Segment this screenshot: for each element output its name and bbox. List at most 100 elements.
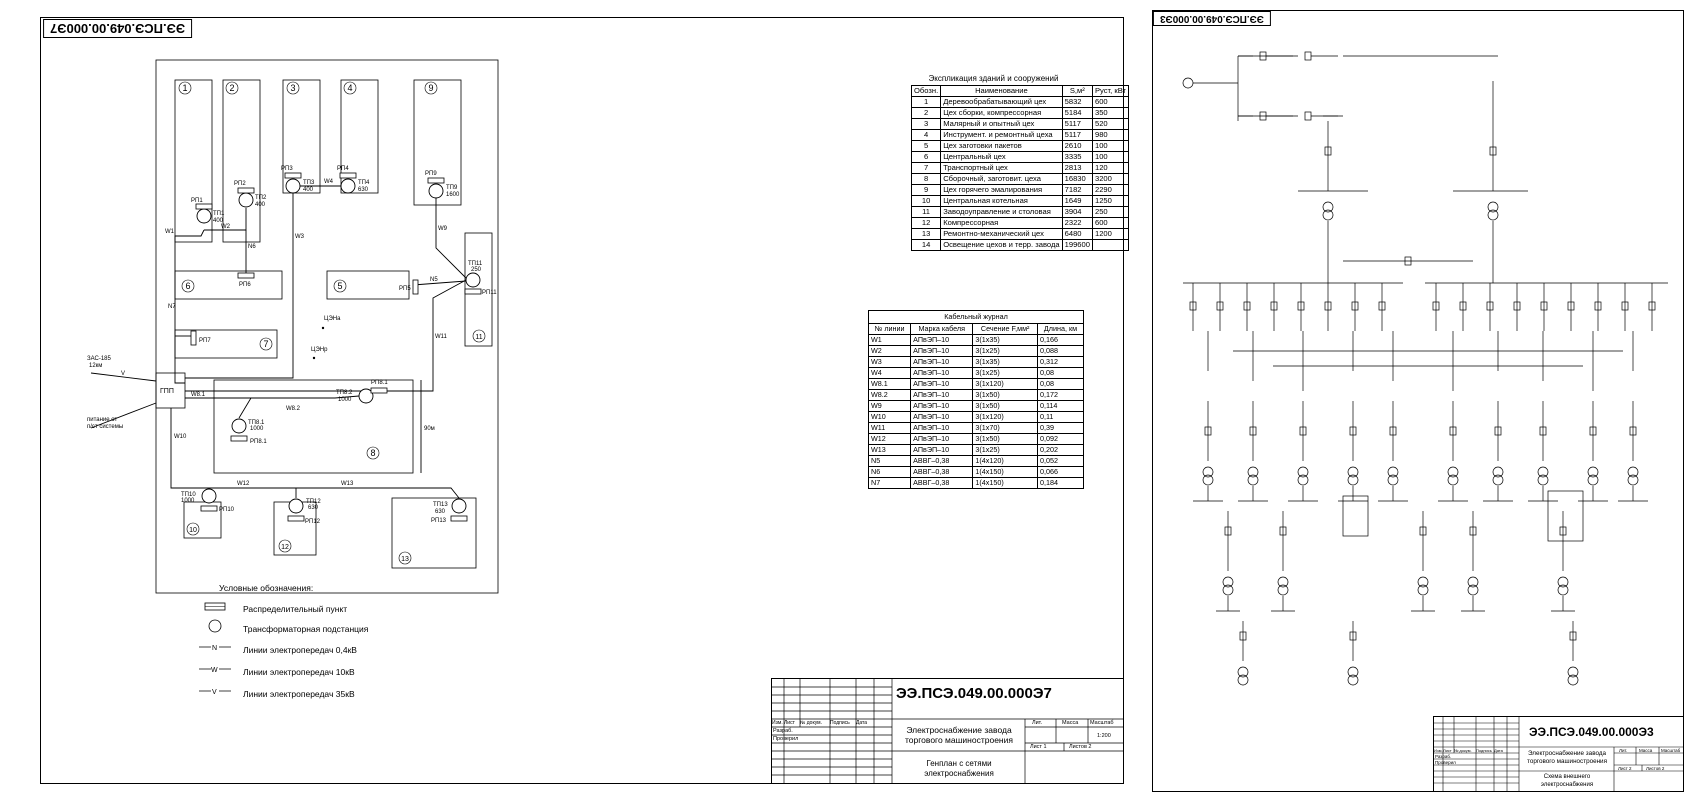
explication-row-cell: Ремонтно-механический цех	[940, 228, 1063, 240]
cable-row-cell: N5	[867, 455, 912, 467]
tb1-col: № докум.	[800, 720, 822, 726]
transformer-winding	[1247, 474, 1259, 486]
explication-row-cell: 5	[910, 140, 942, 152]
tp4-kva: 630	[358, 187, 369, 193]
switchgear-frame	[1547, 490, 1584, 542]
transformer-winding	[1447, 466, 1459, 478]
tp11-symbol	[465, 272, 481, 288]
breaker-symbol	[1297, 301, 1305, 311]
explication-row-cell: 14	[910, 239, 942, 251]
breaker-symbol	[1270, 301, 1278, 311]
cable-row-cell: 0,092	[1036, 433, 1085, 445]
tb1-mass: Масса	[1062, 720, 1079, 726]
cable-header: № линии	[867, 323, 912, 335]
explication-row-cell: Цех заготовки пакетов	[940, 140, 1063, 152]
sheet-supply-scheme: ЭЭ.ПСЭ.049.00.000Э3 ЭЭ.ПСЭ.049.00.000Э3	[1152, 10, 1684, 792]
explication-row-cell: 5117	[1061, 118, 1093, 130]
tp3-name: ТП3	[303, 180, 315, 186]
supply-text-2: п/ст системы	[87, 424, 123, 430]
route-w12	[209, 487, 297, 498]
rp12-symbol	[287, 515, 305, 522]
transformer-winding	[1297, 474, 1309, 486]
breaker-symbol	[1324, 146, 1332, 156]
rp3-name: РП3	[281, 166, 293, 172]
explication-row-cell: Сборочный, заготовит. цеха	[940, 173, 1063, 185]
transformer-winding	[1347, 674, 1359, 686]
cable-header: Марка кабеля	[910, 323, 974, 335]
tp13-name: ТП13	[433, 502, 448, 508]
explication-header: S,м²	[1061, 85, 1093, 97]
breaker-symbol	[1351, 301, 1359, 311]
building-1	[174, 79, 213, 243]
tp1-name: ТП1	[213, 211, 225, 217]
cable-header: Длина, км	[1036, 323, 1085, 335]
explication-row-cell: 12	[910, 217, 942, 229]
breaker-symbol	[1432, 301, 1440, 311]
line-n7: N7	[168, 304, 176, 310]
explication-row-cell: 3904	[1061, 206, 1093, 218]
title-block-1: ЭЭ.ПСЭ.049.00.000Э7 Изм. Лист № докум. П…	[771, 678, 1123, 783]
rp11-name: РП11	[482, 290, 497, 296]
explication-header: Наименование	[940, 85, 1063, 97]
transformer-winding	[1557, 584, 1569, 596]
cable-row-cell: W4	[867, 367, 912, 379]
plant-boundary	[155, 59, 499, 594]
tb1-project: Электроснабжение завода торгового машино…	[894, 725, 1024, 745]
breaker-symbol	[1389, 426, 1397, 436]
rp5-name: РП5	[399, 286, 411, 292]
breaker-symbol	[1629, 426, 1637, 436]
building-num-5: 5	[337, 281, 342, 291]
tb2-role-dev: Разраб.	[1435, 754, 1452, 759]
tp81-kva: 1000	[250, 426, 264, 432]
legend-tp-symbol	[208, 619, 222, 633]
tb1-sheet: Лист 1	[1030, 744, 1047, 750]
explication-row-cell: 250	[1091, 206, 1130, 218]
cable-row-cell: 1(4х150)	[972, 477, 1038, 489]
cable-row-cell: 0,184	[1036, 477, 1085, 489]
building-num-4: 4	[347, 83, 352, 93]
rp82-name: РП8.1	[371, 380, 388, 386]
explication-row-cell: 4	[910, 129, 942, 141]
explication-row-cell: 11	[910, 206, 942, 218]
cable-row-cell: 3(1х35)	[972, 334, 1038, 346]
rp81-symbol	[230, 435, 248, 442]
rp6-symbol	[237, 272, 255, 279]
rp9-symbol	[427, 177, 445, 184]
rp4-symbol	[339, 172, 357, 179]
tp9-name: ТП9	[446, 185, 458, 191]
building-13	[391, 497, 477, 569]
cable-row-cell: 0,066	[1036, 466, 1085, 478]
line-n6: N6	[248, 244, 256, 250]
breaker-symbol	[1324, 301, 1332, 311]
transformer-winding	[1347, 466, 1359, 478]
breaker-symbol	[1378, 301, 1386, 311]
transformer-winding	[1387, 474, 1399, 486]
route-w10	[170, 408, 209, 489]
explication-row-cell: Деревообрабатывающий цех	[940, 96, 1063, 108]
route-w8	[185, 397, 252, 419]
breaker-symbol	[1224, 526, 1232, 536]
cable-row-cell: 0,08	[1036, 378, 1085, 390]
breaker-symbol	[1648, 301, 1656, 311]
explication-row-cell: 13	[910, 228, 942, 240]
tb2-col: Подпись	[1476, 748, 1492, 753]
transformer-winding	[1347, 474, 1359, 486]
tb2-project-2: торгового машиностроения	[1527, 758, 1607, 765]
route-w82	[251, 395, 360, 399]
breaker-symbol	[1449, 426, 1457, 436]
title-block-1-code: ЭЭ.ПСЭ.049.00.000Э7	[896, 685, 1052, 702]
cable-row-cell: 3(1х50)	[972, 389, 1038, 401]
cable-row-cell: W8.2	[867, 389, 912, 401]
building-6	[174, 270, 283, 300]
cen-label-1: ЦЭНа	[324, 316, 341, 322]
cable-row-cell: 0,172	[1036, 389, 1085, 401]
tb1-col: Дата	[856, 720, 868, 726]
transformer-winding	[1492, 466, 1504, 478]
cable-row-cell: АПвЭП–10	[910, 444, 974, 456]
